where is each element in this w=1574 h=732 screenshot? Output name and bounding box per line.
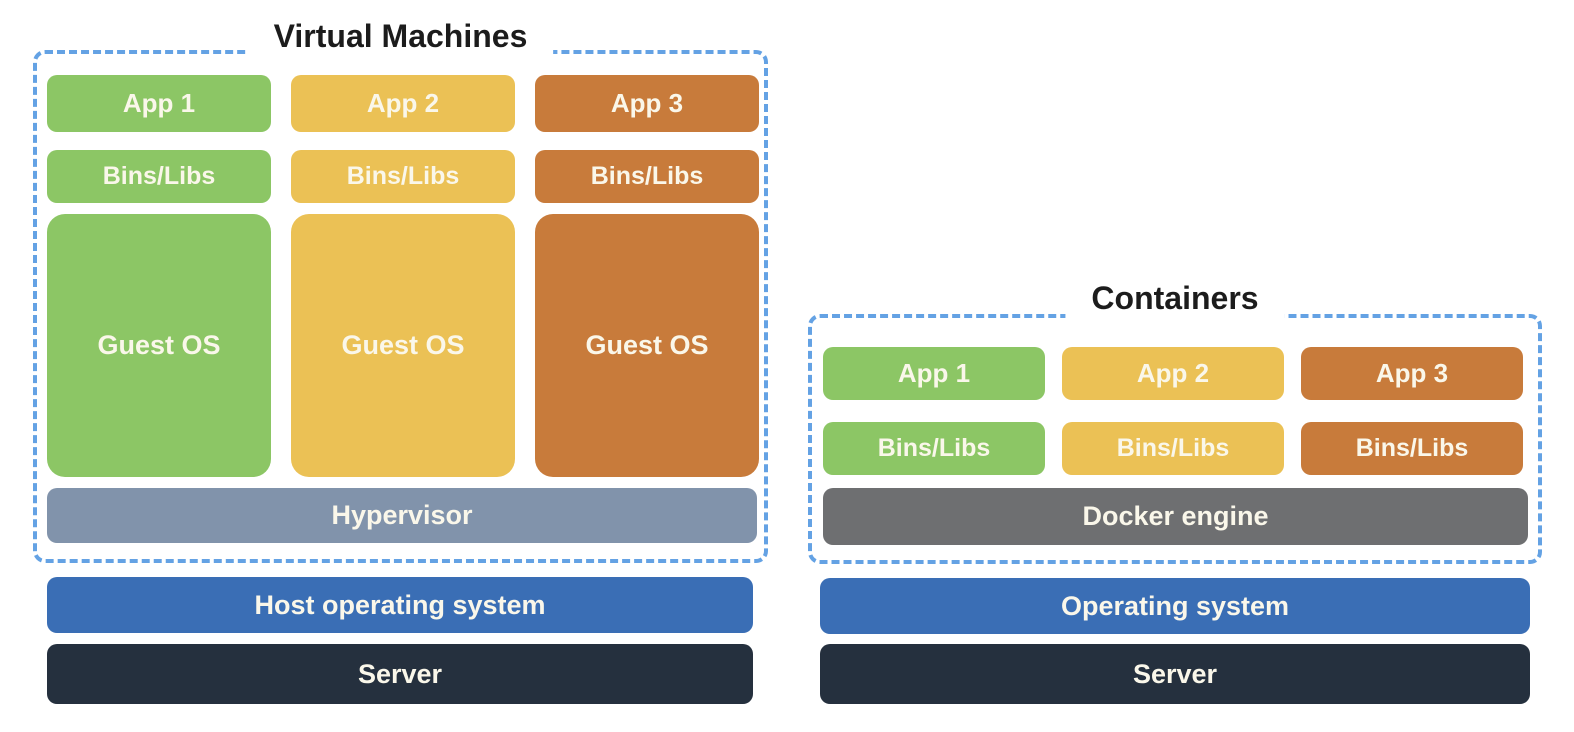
vm-app1-box: App 1 bbox=[47, 75, 271, 132]
vm-guestos3-box: Guest OS bbox=[535, 214, 759, 477]
container-app2-box: App 2 bbox=[1062, 347, 1284, 400]
vm-app2-box: App 2 bbox=[291, 75, 515, 132]
container-bins1-box: Bins/Libs bbox=[823, 422, 1045, 475]
vm-bins2-box: Bins/Libs bbox=[291, 150, 515, 203]
host-os-bar: Host operating system bbox=[47, 577, 753, 633]
vm-app3-box: App 3 bbox=[535, 75, 759, 132]
containers-title: Containers bbox=[1065, 278, 1285, 330]
vm-server-bar: Server bbox=[47, 644, 753, 704]
vm-bins3-box: Bins/Libs bbox=[535, 150, 759, 203]
vm-bins1-box: Bins/Libs bbox=[47, 150, 271, 203]
docker-engine-bar: Docker engine bbox=[823, 488, 1528, 545]
vm-guestos1-box: Guest OS bbox=[47, 214, 271, 477]
container-app1-box: App 1 bbox=[823, 347, 1045, 400]
vm-title: Virtual Machines bbox=[247, 16, 554, 68]
container-app3-box: App 3 bbox=[1301, 347, 1523, 400]
containers-diagram-group: Containers App 1 App 2 App 3 Bins/Libs B… bbox=[808, 278, 1542, 564]
operating-system-bar: Operating system bbox=[820, 578, 1530, 634]
vm-diagram-group: Virtual Machines App 1 App 2 App 3 Bins/… bbox=[33, 16, 768, 563]
vm-guestos2-box: Guest OS bbox=[291, 214, 515, 477]
container-bins3-box: Bins/Libs bbox=[1301, 422, 1523, 475]
container-server-bar: Server bbox=[820, 644, 1530, 704]
container-bins2-box: Bins/Libs bbox=[1062, 422, 1284, 475]
hypervisor-bar: Hypervisor bbox=[47, 488, 757, 543]
